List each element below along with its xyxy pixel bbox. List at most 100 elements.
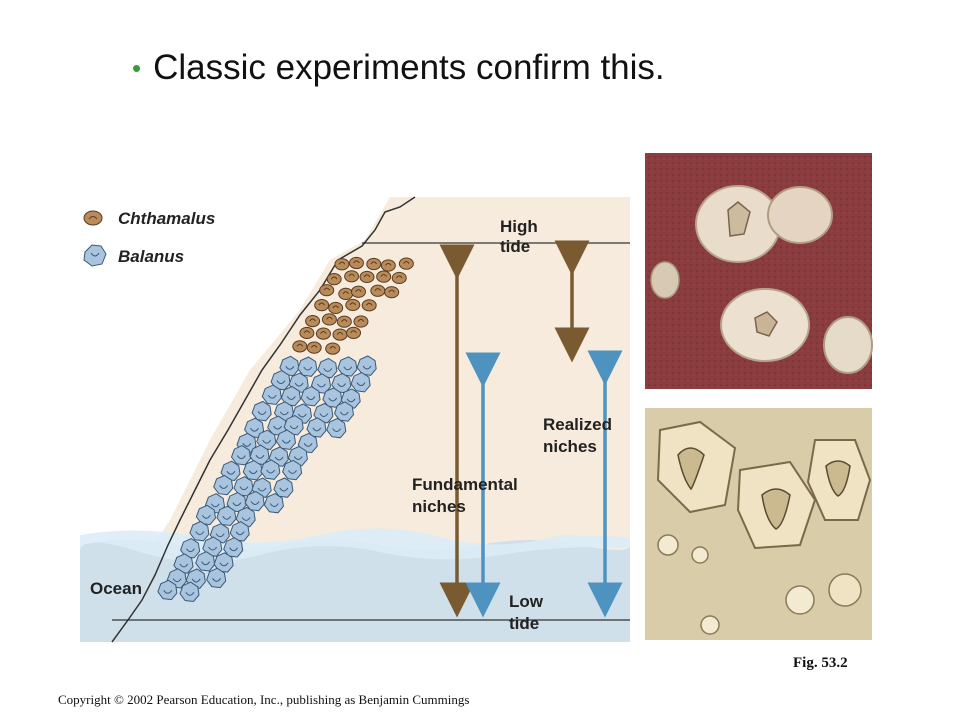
- balanus-barnacle-mark: [339, 411, 349, 416]
- balanus-barnacle: [280, 385, 301, 407]
- balanus-barnacle: [263, 493, 284, 514]
- balanus-barnacle: [322, 387, 343, 408]
- legend: Chthamalus Balanus: [83, 209, 215, 267]
- photo2-small-barnacle: [785, 585, 815, 615]
- balanus-barnacle-mark: [229, 547, 239, 552]
- balanus-barnacle: [223, 537, 244, 558]
- chthamalus-barnacle: [398, 257, 414, 270]
- balanus-barnacle: [300, 386, 321, 407]
- balanus-barnacle-mark: [297, 413, 307, 418]
- open-area: [80, 197, 390, 565]
- balanus-barnacle-mark: [248, 470, 258, 475]
- chthamalus-barnacle: [361, 299, 377, 312]
- chthamalus-barnacle: [380, 259, 396, 272]
- photo1-barnacle: [650, 261, 680, 299]
- copyright-text: Copyright © 2002 Pearson Education, Inc.…: [58, 692, 470, 707]
- legend-balanus-label: Balanus: [118, 247, 184, 266]
- chthamalus-barnacle: [391, 271, 407, 285]
- chthamalus-barnacle: [346, 326, 362, 339]
- balanus-barnacle: [206, 567, 227, 589]
- balanus-barnacle-mark: [257, 411, 267, 415]
- chthamalus-barnacle-mark: [320, 331, 327, 334]
- balanus-barnacle: [189, 520, 210, 542]
- balanus-barnacle-mark: [242, 443, 252, 447]
- chthamalus-barnacle: [359, 270, 375, 284]
- photo2-small-barnacle: [691, 546, 709, 564]
- chthamalus-barnacle: [338, 287, 354, 300]
- balanus-barnacle-mark: [208, 546, 218, 551]
- balanus-barnacle-mark: [250, 501, 260, 505]
- chthamalus-barnacle: [366, 257, 382, 271]
- balanus-photo: [645, 408, 872, 640]
- chthamalus-barnacle-mark: [310, 345, 318, 348]
- balanus-barnacle-mark: [172, 578, 182, 583]
- chthamalus-barnacle-mark: [341, 319, 348, 322]
- balanus-barnacle-mark: [279, 411, 289, 416]
- balanus-barnacle-mark: [219, 562, 229, 567]
- chthamalus-legend-mark: [88, 216, 98, 220]
- balanus-barnacle-mark: [294, 382, 304, 387]
- chthamalus-barnacle-mark: [323, 287, 330, 291]
- balanus-barnacle: [297, 356, 318, 377]
- balanus-barnacle-mark: [281, 439, 291, 444]
- balanus-barnacle: [179, 581, 200, 603]
- balanus-barnacle: [251, 400, 272, 422]
- balanus-barnacle-mark: [323, 368, 333, 372]
- realized-niches-label-1: Realized: [543, 415, 612, 434]
- high-tide-label-2: tide: [500, 237, 530, 256]
- legend-chthamalus-label: Chthamalus: [118, 209, 215, 228]
- balanus-barnacle-mark: [219, 485, 229, 489]
- balanus-barnacle-mark: [362, 365, 372, 370]
- chthamalus-barnacle-mark: [330, 276, 338, 280]
- balanus-barnacle-mark: [346, 398, 356, 403]
- photo2-small-barnacle: [828, 573, 862, 607]
- balanus-barnacle: [244, 490, 265, 512]
- balanus-barnacle-mark: [250, 427, 259, 432]
- balanus-barnacle-mark: [303, 366, 313, 371]
- balanus-barnacle: [350, 372, 371, 393]
- chthamalus-barnacle-mark: [350, 330, 357, 334]
- chthamalus-barnacle-mark: [336, 332, 344, 335]
- balanus-barnacle: [275, 429, 297, 450]
- chthamalus-barnacle-mark: [309, 318, 316, 322]
- chthamalus-barnacle: [325, 342, 341, 355]
- balanus-barnacle: [233, 476, 254, 497]
- balanus-barnacle-mark: [289, 425, 299, 430]
- balanus-barnacle: [356, 355, 377, 376]
- photo2-operculum: [761, 488, 791, 530]
- balanus-barnacle-mark: [163, 590, 173, 594]
- chthamalus-barnacle: [370, 284, 386, 297]
- balanus-barnacle: [195, 504, 217, 526]
- balanus-barnacle: [213, 552, 234, 573]
- chthamalus-barnacle: [334, 258, 350, 271]
- chthamalus-barnacle-mark: [355, 289, 362, 293]
- chthamalus-barnacle: [345, 298, 361, 312]
- chthamalus-cluster: [292, 256, 414, 355]
- balanus-barnacle-mark: [185, 591, 195, 596]
- balanus-barnacle: [270, 370, 291, 391]
- balanus-barnacle-mark: [303, 443, 313, 447]
- high-tide-label-1: High: [500, 217, 538, 236]
- chthamalus-barnacle-mark: [370, 261, 377, 265]
- chthamalus-barnacle: [328, 301, 344, 315]
- balanus-barnacle-mark: [332, 428, 342, 432]
- balanus-barnacle-mark: [212, 578, 221, 582]
- balanus-barnacle-mark: [235, 531, 245, 536]
- balanus-barnacle: [273, 477, 294, 498]
- photo1-operculum: [754, 311, 778, 337]
- balanus-barnacle: [310, 373, 332, 394]
- balanus-barnacle: [297, 432, 318, 454]
- chthamalus-barnacle: [336, 315, 352, 328]
- balanus-barnacle: [317, 357, 338, 379]
- balanus-barnacle: [283, 415, 304, 436]
- photo1-barnacle: [823, 316, 873, 374]
- chthamalus-barnacle-mark: [357, 318, 365, 322]
- photo1-barnacle: [767, 186, 833, 244]
- photo2-small-barnacle: [657, 534, 679, 556]
- chthamalus-barnacle-mark: [326, 316, 333, 320]
- chthamalus-barnacle-mark: [332, 305, 339, 309]
- figure-label: Fig. 53.2: [793, 655, 848, 671]
- chthamalus-barnacle: [384, 286, 400, 299]
- chthamalus-barnacle-mark: [338, 261, 346, 265]
- balanus-barnacle-mark: [356, 382, 366, 387]
